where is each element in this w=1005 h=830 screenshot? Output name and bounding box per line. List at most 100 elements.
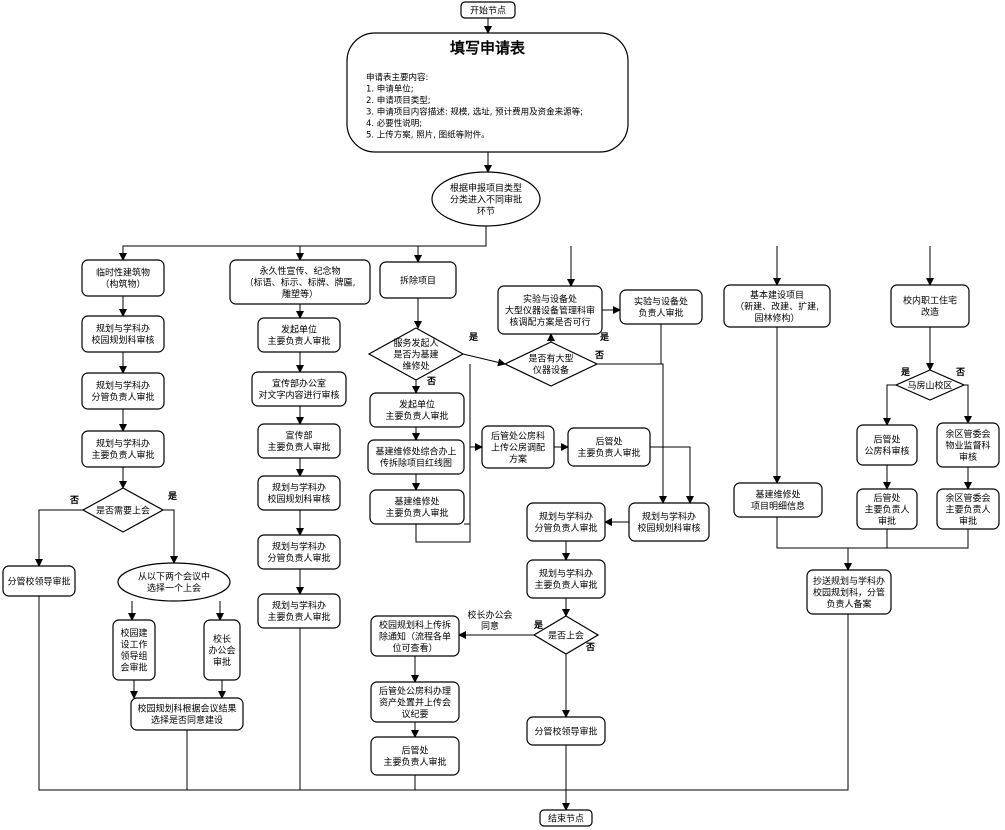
node-shape xyxy=(367,327,465,381)
node-line: 环节 xyxy=(477,206,495,217)
node-line: 抄送规划与学科办 xyxy=(813,575,885,587)
node-line: 结束节点 xyxy=(548,812,584,824)
node-shape xyxy=(890,284,970,328)
node-line: 是否需要上会 xyxy=(96,504,150,516)
node-line: 议纪要 xyxy=(401,708,428,720)
node-line: 后管处公房科 xyxy=(491,430,545,442)
edge-label-yes: 是 xyxy=(900,367,911,378)
node-line: 校园建 xyxy=(120,627,147,639)
node-line: 主要负责人审批 xyxy=(577,447,640,459)
node-shape xyxy=(567,427,651,467)
node-line: 基建维修处 xyxy=(755,489,800,501)
node-line: 园林修构） xyxy=(754,312,799,324)
node-shape xyxy=(936,488,1000,530)
node-line: 主要负责人 xyxy=(864,503,909,515)
node-line: 基建维修处综合办上 xyxy=(375,446,456,458)
node-shape xyxy=(130,697,244,731)
edge-label-no: 否 xyxy=(69,495,79,506)
edge-label-no: 否 xyxy=(426,376,436,387)
node-line: 分管负责人审批 xyxy=(534,522,597,534)
edge-label-yes: 是 xyxy=(599,332,610,343)
node-line: 资产处置并上传会 xyxy=(379,696,451,708)
node-shape xyxy=(503,341,599,387)
node-shape xyxy=(460,1,516,19)
node-line: 校长 xyxy=(213,633,231,645)
node-shape xyxy=(370,681,460,723)
node-end: 结束节点 xyxy=(539,809,593,827)
node-line: 主要负责人审批 xyxy=(267,611,330,623)
node-line: 分类进入不同审批 xyxy=(450,193,522,205)
node-line: 规划与学科办 xyxy=(96,438,150,450)
node-d_campus: 马房山校区 xyxy=(894,369,966,401)
node-line: 发起单位 xyxy=(281,324,317,336)
node-start: 开始节点 xyxy=(460,1,516,19)
node-line: 对文字内容进行审核 xyxy=(258,389,339,401)
node-shape xyxy=(806,569,892,615)
node-a_lead: 分管校领导审批 xyxy=(2,565,76,597)
node-line: 主要负责人审批 xyxy=(267,335,330,347)
node-line: 规划与学科办 xyxy=(272,482,326,494)
node-shape xyxy=(257,593,341,629)
node-line: 物业监督科 xyxy=(945,439,990,451)
node-shape xyxy=(81,259,165,297)
node-perm: 永久性宣传、纪念物（标语、标示、标牌、牌匾,雕塑等） xyxy=(229,259,371,305)
node-d_meet2: 是否上会 xyxy=(532,615,600,655)
node-shape xyxy=(257,317,341,353)
node-shape xyxy=(369,392,465,428)
node-line: 根据申报项目类型 xyxy=(450,182,522,194)
node-line: 选择是否同意建设 xyxy=(151,714,223,726)
node-line: 负责人备案 xyxy=(826,598,871,610)
node-line: 后管处 xyxy=(873,492,900,504)
node-line: 仪器设备 xyxy=(533,364,569,376)
node-line: 规划与学科办 xyxy=(96,380,150,392)
node-shape xyxy=(112,619,156,681)
node-shape xyxy=(894,369,966,401)
node-line: 负责人审批 xyxy=(638,307,683,319)
node-line: 规划与学科办 xyxy=(539,511,593,523)
node-shape xyxy=(2,565,76,597)
node-line: 服务发起人 xyxy=(393,337,438,349)
node-line: 位可查看） xyxy=(392,642,437,654)
edge-59 xyxy=(566,614,849,791)
node-line: 审批 xyxy=(959,515,977,527)
node-line: 领导组 xyxy=(120,650,147,662)
node-shape xyxy=(379,261,457,299)
node-line: 余区管委会 xyxy=(945,428,990,440)
node-line: 基建维修处 xyxy=(394,496,439,508)
node-line: 会审批 xyxy=(120,662,147,674)
edge-58 xyxy=(887,529,969,549)
node-demo: 拆除项目 xyxy=(379,261,457,299)
node-line: 校园规划科审核 xyxy=(267,493,330,505)
node-line: 4. 必要性说明; xyxy=(366,118,422,129)
node-line: 审核 xyxy=(959,451,977,463)
node-line: 永久性宣传、纪念物 xyxy=(259,265,340,277)
node-line: 宣传部 xyxy=(285,430,312,442)
node-line: 办公会 xyxy=(208,644,235,656)
node-shape xyxy=(526,559,606,599)
node-line: 主要负责人审批 xyxy=(91,449,154,461)
node-line: 维修处 xyxy=(402,360,429,372)
edge-54 xyxy=(964,384,972,424)
node-shape xyxy=(481,425,555,469)
node-line: 上传公房调配 xyxy=(491,441,545,453)
node-line: 后管处 xyxy=(873,434,900,446)
